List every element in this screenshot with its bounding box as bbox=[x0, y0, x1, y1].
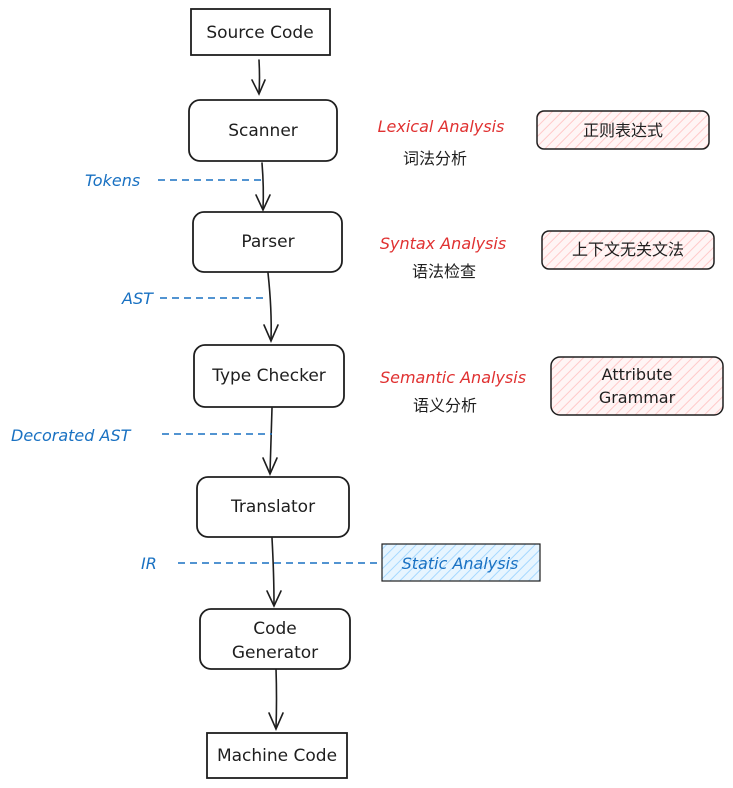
stage-sub-lexical: 词法分析 bbox=[403, 149, 467, 168]
node-translator-label: Translator bbox=[230, 497, 315, 517]
box-cfg-label: 上下文无关文法 bbox=[572, 240, 684, 259]
box-attribute-grammar-line1: Attribute bbox=[602, 365, 673, 384]
node-translator: Translator bbox=[196, 476, 350, 538]
node-source-code-label: Source Code bbox=[206, 23, 313, 43]
interface-label-ast: AST bbox=[121, 289, 154, 308]
node-code-generator-line1: Code bbox=[253, 619, 297, 639]
interface-label-decorated-ast: Decorated AST bbox=[11, 426, 132, 445]
node-scanner-label: Scanner bbox=[228, 121, 298, 141]
arrow-parser-to-checker bbox=[263, 272, 279, 343]
interface-dashes bbox=[158, 179, 382, 564]
box-regex-label: 正则表达式 bbox=[583, 121, 663, 140]
arrow-source-to-scanner bbox=[251, 59, 266, 96]
node-code-generator: Code Generator bbox=[199, 608, 351, 670]
node-machine-code: Machine Code bbox=[206, 732, 348, 779]
arrow-codegen-to-machine bbox=[268, 667, 284, 731]
node-source-code: Source Code bbox=[190, 8, 331, 56]
node-parser: Parser bbox=[192, 211, 343, 273]
stage-label-syntax: Syntax Analysis bbox=[380, 234, 506, 253]
node-type-checker: Type Checker bbox=[193, 344, 345, 408]
arrow-checker-to-translator bbox=[262, 407, 278, 476]
node-machine-code-label: Machine Code bbox=[217, 746, 337, 766]
arrow-scanner-to-parser bbox=[255, 162, 271, 212]
node-code-generator-line2: Generator bbox=[232, 643, 318, 663]
box-context-free-grammar: 上下文无关文法 bbox=[541, 230, 715, 270]
stage-label-lexical: Lexical Analysis bbox=[378, 117, 505, 136]
node-type-checker-label: Type Checker bbox=[211, 366, 326, 386]
box-regex: 正则表达式 bbox=[536, 110, 710, 150]
box-static-analysis: Static Analysis bbox=[381, 543, 541, 582]
node-scanner: Scanner bbox=[188, 99, 338, 162]
arrow-translator-to-codegen bbox=[266, 537, 282, 608]
interface-label-ir: IR bbox=[141, 554, 157, 573]
interface-label-tokens: Tokens bbox=[85, 171, 140, 190]
stage-sub-semantic: 语义分析 bbox=[413, 396, 477, 415]
stage-sub-syntax: 语法检查 bbox=[412, 262, 476, 281]
box-static-analysis-label: Static Analysis bbox=[402, 554, 519, 573]
stage-label-semantic: Semantic Analysis bbox=[380, 368, 526, 387]
box-attribute-grammar: Attribute Grammar bbox=[550, 356, 724, 416]
box-attribute-grammar-line2: Grammar bbox=[599, 388, 676, 407]
node-parser-label: Parser bbox=[241, 232, 294, 252]
